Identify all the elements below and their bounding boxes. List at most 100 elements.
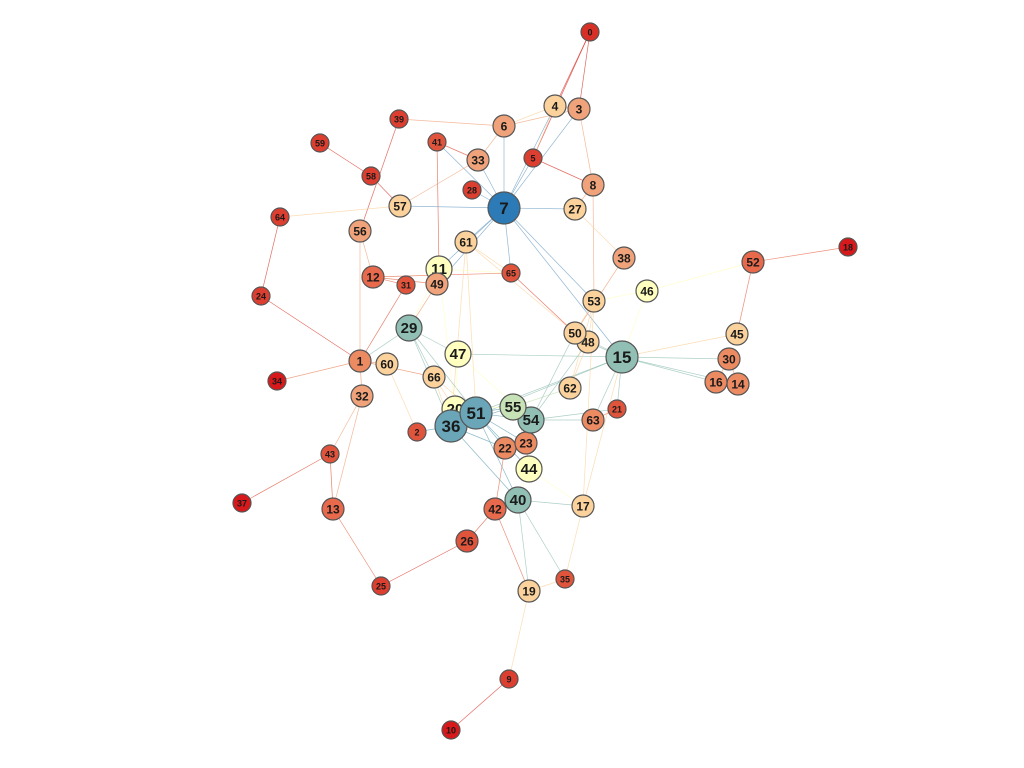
edge-54-21 (530, 408, 618, 421)
edge-59-58 (319, 142, 372, 177)
node-24: 24 (251, 286, 271, 306)
node-circle-51 (459, 396, 493, 430)
node-circle-53 (582, 289, 606, 313)
node-circle-28 (462, 180, 482, 200)
node-circle-30 (717, 347, 741, 371)
node-41: 41 (427, 132, 447, 152)
node-18: 18 (838, 237, 858, 257)
node-circle-52 (741, 250, 765, 274)
edge-3-6 (503, 108, 580, 127)
node-13: 13 (321, 497, 345, 521)
edge-7-53 (503, 207, 595, 302)
node-circle-32 (350, 384, 374, 408)
node-49: 49 (425, 272, 449, 296)
node-circle-65 (501, 263, 521, 283)
node-circle-13 (321, 497, 345, 521)
edge-15-30 (621, 356, 730, 360)
node-circle-15 (605, 340, 639, 374)
node-circle-66 (422, 365, 446, 389)
node-circle-29 (395, 314, 423, 342)
edge-54-50 (530, 332, 576, 421)
edge-17-15 (582, 356, 623, 507)
edge-24-1 (260, 295, 361, 362)
node-58: 58 (361, 166, 381, 186)
edge-57-7 (399, 205, 505, 209)
node-52: 52 (741, 250, 765, 274)
node-2: 2 (407, 422, 427, 442)
node-60: 60 (375, 352, 399, 376)
edge-32-13 (332, 395, 363, 510)
node-29: 29 (395, 314, 423, 342)
node-42: 42 (483, 497, 507, 521)
node-39: 39 (389, 109, 409, 129)
node-61: 61 (454, 230, 478, 254)
node-circle-45 (725, 322, 749, 346)
node-56: 56 (348, 219, 372, 243)
node-circle-55 (499, 393, 527, 421)
edge-64-24 (260, 216, 281, 297)
edge-13-25 (332, 508, 382, 587)
edge-17-35 (564, 505, 584, 580)
node-31: 31 (396, 275, 416, 295)
edge-60-2 (386, 363, 418, 433)
node-14: 14 (726, 372, 750, 396)
node-66: 66 (422, 365, 446, 389)
node-circle-22 (493, 436, 517, 460)
node-circle-21 (607, 399, 627, 419)
edge-54-48 (530, 341, 589, 421)
node-circle-31 (396, 275, 416, 295)
edge-40-19 (517, 499, 530, 592)
node-38: 38 (612, 246, 636, 270)
node-circle-50 (563, 321, 587, 345)
node-12: 12 (361, 265, 385, 289)
node-43: 43 (320, 444, 340, 464)
node-circle-62 (558, 376, 582, 400)
node-circle-26 (455, 529, 479, 553)
edge-6-39 (398, 118, 505, 127)
edge-57-64 (279, 205, 401, 218)
node-21: 21 (607, 399, 627, 419)
node-circle-57 (388, 194, 412, 218)
node-53: 53 (582, 289, 606, 313)
edge-41-11 (436, 141, 440, 270)
node-10: 10 (441, 720, 461, 740)
node-circle-41 (427, 132, 447, 152)
node-37: 37 (232, 493, 252, 513)
node-circle-37 (232, 493, 252, 513)
node-22: 22 (493, 436, 517, 460)
node-circle-47 (444, 340, 472, 368)
edge-8-53 (592, 184, 595, 302)
node-circle-35 (555, 569, 575, 589)
node-circle-63 (581, 408, 605, 432)
node-circle-19 (517, 579, 541, 603)
edge-40-35 (517, 499, 566, 580)
edge-31-1 (359, 284, 407, 362)
node-circle-24 (251, 286, 271, 306)
node-1: 1 (348, 349, 372, 373)
node-25: 25 (371, 576, 391, 596)
edge-36-40 (450, 425, 519, 501)
edge-52-45 (736, 261, 754, 335)
node-circle-59 (310, 133, 330, 153)
edge-61-50 (465, 241, 576, 334)
node-circle-44 (515, 455, 543, 483)
node-circle-18 (838, 237, 858, 257)
node-17: 17 (571, 494, 595, 518)
node-32: 32 (350, 384, 374, 408)
node-circle-10 (441, 720, 461, 740)
node-circle-3 (567, 97, 591, 121)
node-circle-17 (571, 494, 595, 518)
edge-52-18 (752, 246, 849, 263)
edge-9-10 (450, 678, 510, 731)
edge-15-47 (457, 353, 623, 358)
edge-61-51 (465, 241, 477, 414)
node-circle-9 (499, 669, 519, 689)
node-circle-39 (389, 109, 409, 129)
node-23: 23 (514, 431, 538, 455)
node-44: 44 (515, 455, 543, 483)
node-9: 9 (499, 669, 519, 689)
edge-43-37 (241, 453, 331, 504)
node-circle-56 (348, 219, 372, 243)
node-circle-16 (704, 370, 728, 394)
